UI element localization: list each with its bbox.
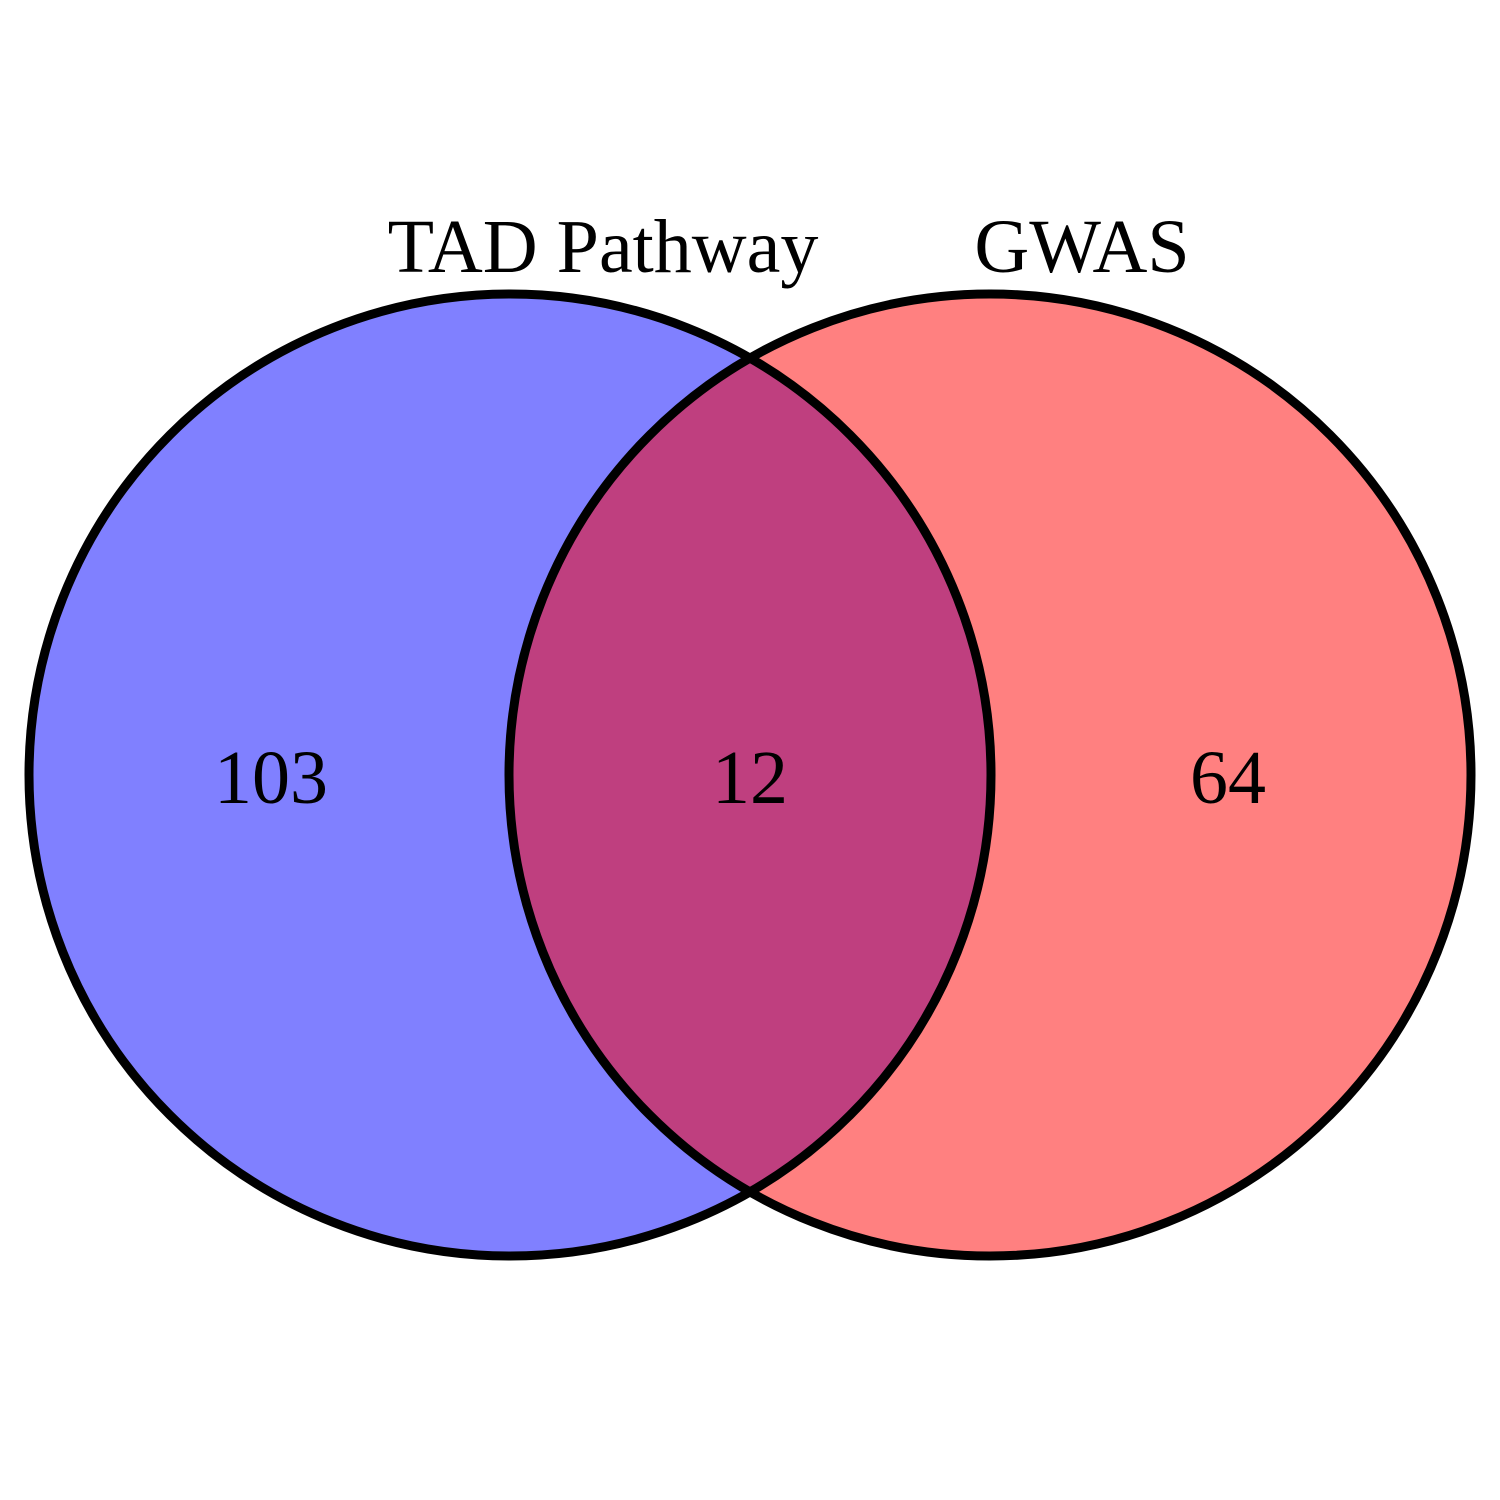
tad-pathway-circle-outline <box>24 289 996 1261</box>
left-only-count: 103 <box>214 736 328 820</box>
overlap-count: 12 <box>712 736 788 820</box>
gwas-set-label: GWAS <box>974 205 1189 289</box>
gwas-circle-outline <box>504 289 1476 1261</box>
tad-pathway-set-label: TAD Pathway <box>388 205 819 289</box>
right-only-count: 64 <box>1190 736 1266 820</box>
